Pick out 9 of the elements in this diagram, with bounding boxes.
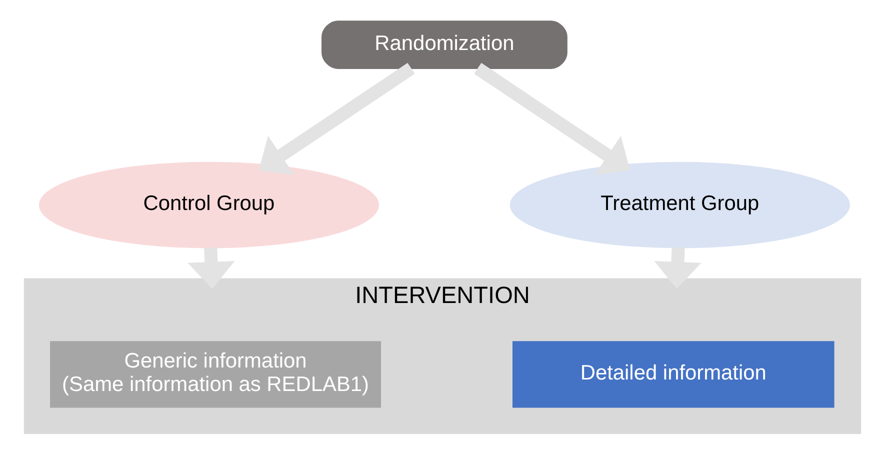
node-box: Generic information (Same information as REDLAB1)	[50, 340, 382, 408]
node-ellipse: Treatment Group	[510, 161, 850, 248]
arrow	[258, 62, 415, 174]
arrow	[474, 62, 630, 174]
node-box: Detailed information	[512, 340, 834, 408]
node-ellipse: Control Group	[38, 161, 380, 248]
arrow	[654, 246, 702, 288]
node-box: Randomization	[322, 20, 568, 68]
arrow	[188, 246, 235, 288]
